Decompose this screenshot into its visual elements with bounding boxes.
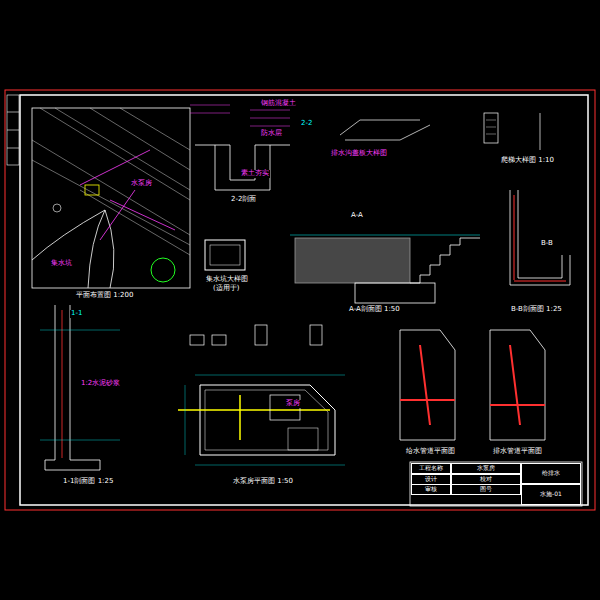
section-mark: A-A: [350, 212, 364, 220]
title-block-cell: 给排水: [521, 463, 581, 484]
cell-text: 工程名称: [419, 464, 443, 473]
view-title: A-A剖面图 1:50: [348, 306, 401, 314]
callout: 水泵房: [130, 180, 153, 188]
material-note: 钢筋混凝土: [260, 100, 297, 108]
cell-text: 给排水: [542, 469, 560, 478]
section-mark: 2-2: [300, 120, 313, 128]
note: (适用于): [212, 285, 240, 293]
title-block-cell: 工程名称: [411, 463, 451, 474]
title-block-cell: 审核: [411, 484, 451, 495]
view-title: 排水管道平面图: [492, 448, 543, 456]
view-title: 集水坑大样图: [205, 276, 249, 284]
title-block-cell: 水施-01: [521, 484, 581, 505]
view-title: 2-2剖面: [230, 196, 257, 204]
cell-text: 水泵房: [477, 464, 495, 473]
callout: 泵房: [285, 400, 301, 408]
view-title: 给水管道平面图: [405, 448, 456, 456]
section-mark: 1-1: [70, 310, 83, 318]
view-title: 水泵房平面图 1:50: [232, 478, 294, 486]
material-note: 防水层: [260, 130, 283, 138]
cell-text: 图号: [480, 485, 492, 494]
view-title: 排水沟盖板大样图: [330, 150, 388, 158]
material-note: 1:2水泥砂浆: [80, 380, 121, 388]
section-mark: B-B: [540, 240, 554, 248]
view-title: 1-1剖面图 1:25: [62, 478, 114, 486]
cell-text: 设计: [425, 475, 437, 484]
view-title: B-B剖面图 1:25: [510, 306, 563, 314]
title-block-cell: 图号: [451, 484, 521, 495]
callout: 集水坑: [50, 260, 73, 268]
cell-text: 水施-01: [540, 490, 562, 499]
cell-text: 校对: [480, 475, 492, 484]
view-title: 平面布置图 1:200: [75, 292, 134, 300]
cell-text: 审核: [425, 485, 437, 494]
material-note: 素土夯实: [240, 170, 270, 178]
view-title: 爬梯大样图 1:10: [500, 157, 555, 165]
title-block-cell: 水泵房: [451, 463, 521, 474]
